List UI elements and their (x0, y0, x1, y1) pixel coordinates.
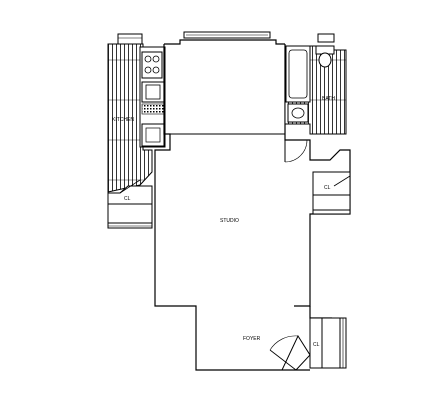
stove-icon (141, 51, 163, 79)
kitchen-sink-icon (141, 81, 165, 103)
toilet-icon (315, 45, 335, 68)
studio-label: STUDIO (220, 218, 239, 224)
right-closet-label: CL (324, 185, 331, 191)
foyer-closet: CL (309, 317, 347, 369)
left-closet-label: CL (124, 196, 131, 202)
bath-area: BATH (284, 33, 347, 135)
bathroom-sink-icon (287, 103, 309, 123)
refrigerator-icon (141, 123, 165, 147)
kitchen-area: KITCHEN (107, 33, 166, 193)
left-closet: CL (107, 179, 153, 229)
kitchen-label: KITCHEN (112, 117, 134, 123)
bathtub-icon (285, 45, 311, 103)
bath-door (284, 139, 308, 163)
foyer-closet-label: CL (313, 342, 320, 348)
entry-door (269, 334, 311, 371)
right-closet: CL (312, 171, 351, 215)
bath-label: BATH (322, 96, 335, 102)
foyer-label: FOYER (243, 336, 261, 342)
top-window (180, 31, 276, 41)
